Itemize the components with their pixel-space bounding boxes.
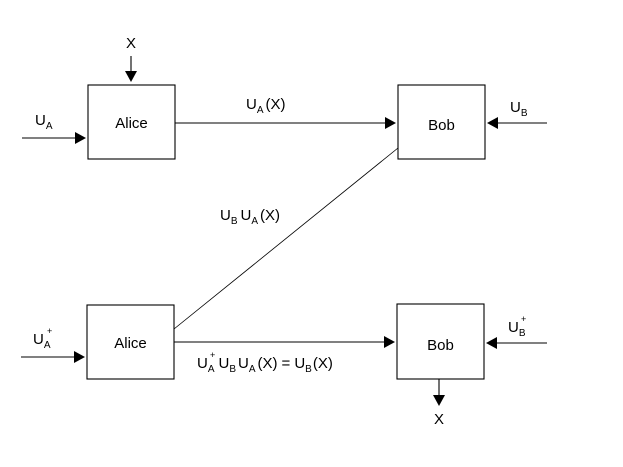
u-a-input-arrowhead (75, 132, 86, 144)
bob-box-top-label: Bob (428, 117, 455, 134)
edge-diagonal-line (173, 147, 399, 330)
alice-box-bottom-label: Alice (114, 335, 147, 352)
u-b-dagger-symbol: + (521, 314, 526, 324)
u-a-dagger-input-arrowhead (74, 351, 85, 363)
edge-bottom-dagger-symbol: + (210, 350, 215, 360)
u-b-input-arrowhead (487, 117, 498, 129)
input-x-arrowhead (125, 71, 137, 82)
alice-box-top (87, 84, 176, 160)
u-b-dagger-input-arrowhead (486, 337, 497, 349)
u-a-dagger-input-label: UA (33, 331, 51, 351)
output-x-arrowhead (433, 395, 445, 406)
alice-box-top-label: Alice (115, 115, 148, 132)
u-a-dagger-symbol: + (47, 326, 52, 336)
u-b-dagger-input-label: UB (508, 319, 526, 339)
u-b-input-label: UB (510, 99, 528, 119)
alice-box-bottom (86, 304, 175, 380)
u-a-input-label: UA (35, 112, 53, 132)
edge-top-arrowhead (385, 117, 396, 129)
edge-bottom-arrowhead (384, 336, 395, 348)
bob-box-top (397, 84, 486, 160)
bob-box-bottom-label: Bob (427, 337, 454, 354)
edge-top-label: UA(X) (246, 96, 286, 116)
input-x-label: X (126, 35, 136, 52)
output-x-label: X (434, 411, 444, 428)
bob-box-bottom (396, 303, 485, 380)
